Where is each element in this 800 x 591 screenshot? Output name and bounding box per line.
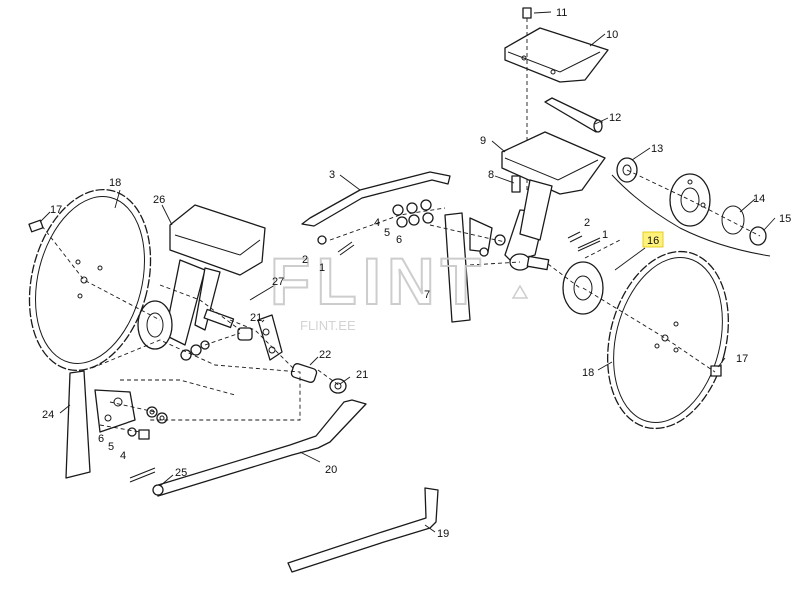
callout-8[interactable]: 8: [488, 169, 494, 181]
callout-6-top[interactable]: 6: [396, 234, 402, 246]
left-disc[interactable]: [11, 177, 168, 384]
bolt-8[interactable]: [511, 175, 521, 193]
callout-7[interactable]: 7: [424, 289, 430, 301]
callout-18-left[interactable]: 18: [109, 177, 121, 189]
callout-21-right[interactable]: 21: [356, 369, 368, 381]
crank-21-left[interactable]: [237, 314, 283, 361]
flint-watermark-logo: FLINT FLINT.EE: [269, 243, 529, 333]
pin-27[interactable]: [249, 284, 276, 301]
callout-14[interactable]: 14: [753, 193, 765, 205]
tube-12[interactable]: [544, 97, 603, 133]
callout-5-bottom[interactable]: 5: [108, 441, 114, 453]
bushing-22[interactable]: [290, 363, 318, 384]
rod-3[interactable]: [301, 171, 451, 227]
callout-16-highlight: [642, 231, 664, 248]
rod-20[interactable]: [154, 399, 367, 497]
callout-2-left[interactable]: 2: [302, 254, 308, 266]
callout-25[interactable]: 25: [175, 467, 187, 479]
callout-4-top[interactable]: 4: [374, 217, 380, 229]
callout-1-left[interactable]: 1: [319, 262, 325, 274]
callout-26[interactable]: 26: [153, 194, 165, 206]
left-disc-bolt[interactable]: [28, 219, 44, 233]
callout-22[interactable]: 22: [319, 349, 331, 361]
hub-right[interactable]: [669, 173, 711, 227]
callout-3[interactable]: 3: [329, 169, 335, 181]
center-hardware[interactable]: [317, 199, 506, 257]
callout-12[interactable]: 12: [609, 112, 621, 124]
mount-plate-9[interactable]: [501, 131, 606, 241]
right-disc-bolt[interactable]: [710, 365, 722, 377]
callout-15[interactable]: 15: [779, 213, 791, 225]
callout-17-right[interactable]: 17: [736, 353, 748, 365]
watermark-triangle-icon: [511, 284, 529, 299]
callout-24[interactable]: 24: [42, 409, 54, 421]
callout-5-top[interactable]: 5: [384, 227, 390, 239]
assembly-lines: [41, 169, 761, 433]
leader-lines: [39, 11, 776, 533]
callout-4-bottom[interactable]: 4: [120, 450, 126, 462]
left-hardware[interactable]: [127, 340, 210, 440]
pins-right[interactable]: [567, 231, 601, 252]
callout-18-right[interactable]: 18: [582, 367, 594, 379]
callout-27[interactable]: 27: [272, 276, 284, 288]
mount-plate-10[interactable]: [504, 27, 609, 83]
callout-11[interactable]: 11: [556, 7, 567, 19]
rod-19[interactable]: [287, 487, 439, 573]
ring-14[interactable]: [721, 205, 745, 235]
left-scraper[interactable]: [65, 370, 136, 479]
hub-outline-shadow: [611, 174, 771, 257]
callout-labels: 11 10 12 9 13 8 3 18 14 26 17 15 4 2 5 1…: [42, 7, 791, 540]
callout-21-left[interactable]: 21: [250, 312, 262, 324]
pin-25[interactable]: [129, 467, 164, 496]
callout-6-bottom[interactable]: 6: [98, 433, 104, 445]
left-arm-assembly[interactable]: [137, 204, 266, 350]
callout-13[interactable]: 13: [651, 143, 663, 155]
watermark-site-text: FLINT.EE: [300, 318, 356, 333]
watermark-logo-text: FLINT: [270, 244, 487, 318]
callout-2-right[interactable]: 2: [584, 217, 590, 229]
callout-10[interactable]: 10: [606, 29, 618, 41]
callout-16[interactable]: 16: [647, 235, 659, 247]
callout-9[interactable]: 9: [480, 135, 486, 147]
callout-20[interactable]: 20: [325, 464, 337, 476]
cap-15[interactable]: [749, 226, 767, 246]
callout-19[interactable]: 19: [437, 528, 449, 540]
callout-17-left[interactable]: 17: [50, 204, 62, 216]
callout-1-right[interactable]: 1: [602, 229, 608, 241]
